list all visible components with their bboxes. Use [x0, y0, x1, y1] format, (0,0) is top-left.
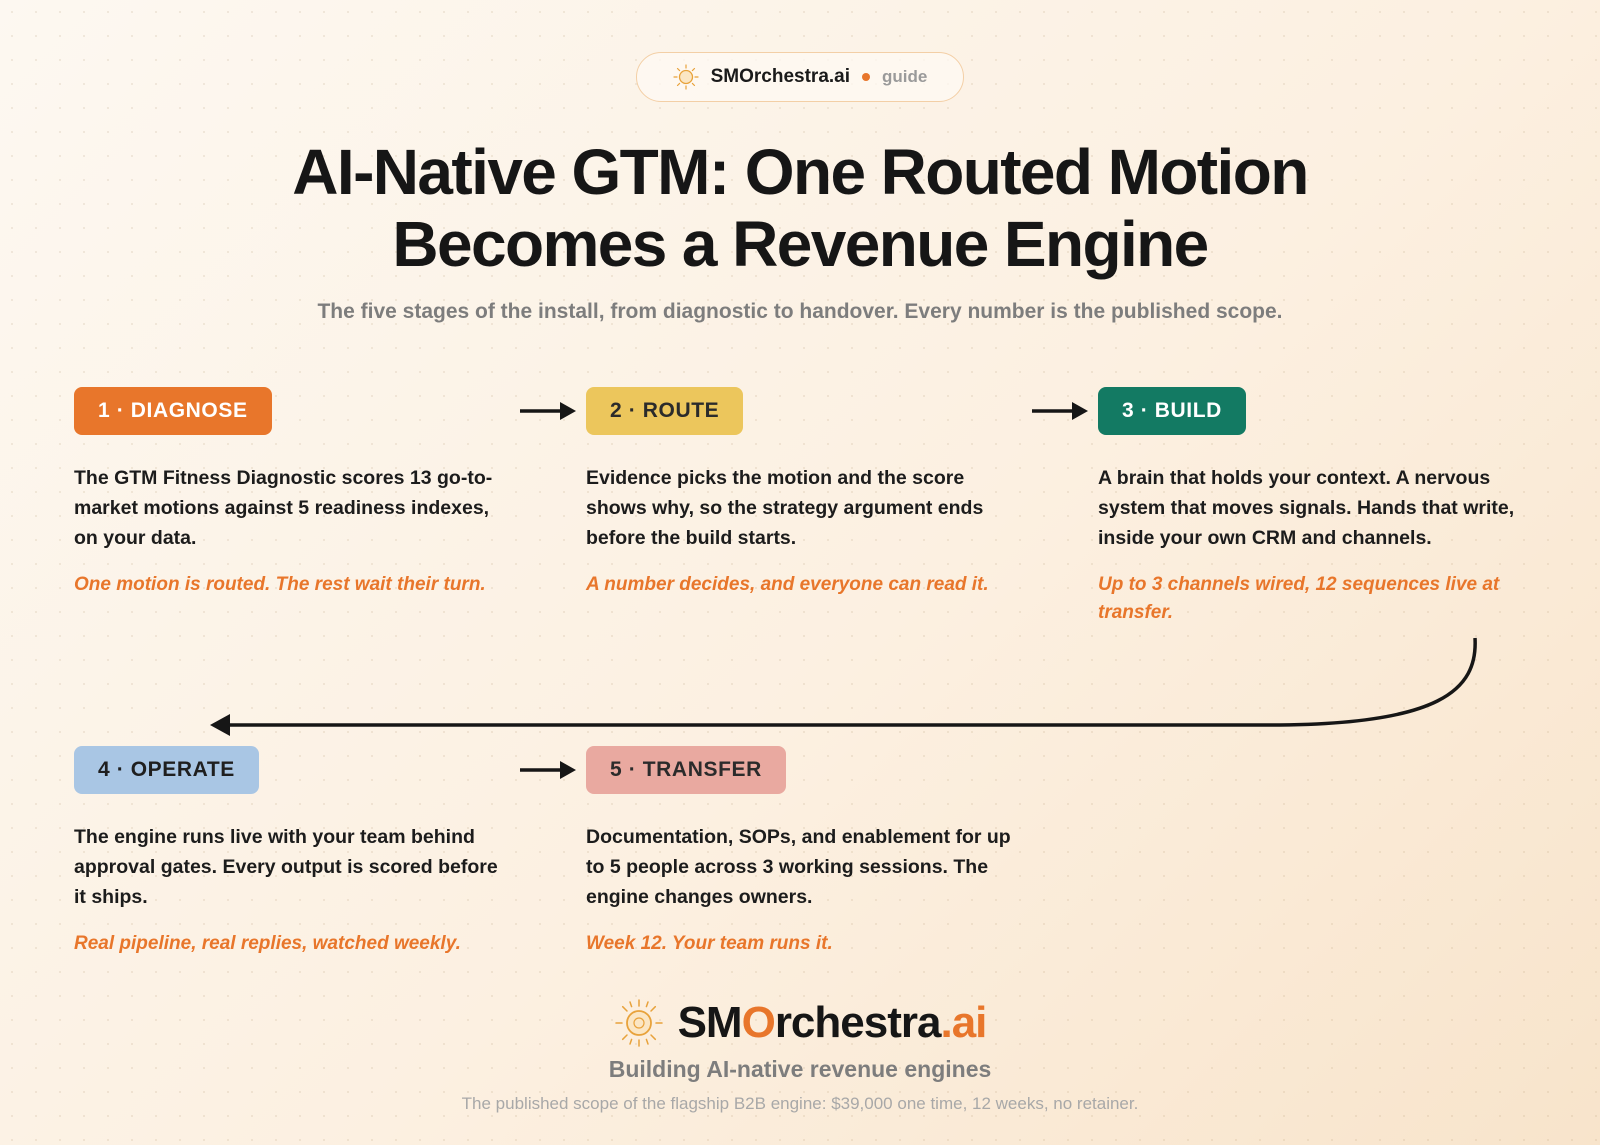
- pill-tag: guide: [882, 67, 928, 86]
- title-line-2: Becomes a Revenue Engine: [392, 208, 1209, 280]
- pill-separator-dot: [862, 73, 871, 81]
- stage-note: Week 12. Your team runs it.: [586, 933, 833, 954]
- return-curve-arrow-icon: [210, 637, 1477, 736]
- page-subtitle: The five stages of the install, from dia…: [317, 300, 1283, 323]
- stage-diagnose: 1 · DIAGNOSE The GTM Fitness Diagnostic …: [74, 387, 514, 599]
- pill-brand-name: SMOrchestra.ai: [710, 66, 851, 87]
- stage-note: A number decides, and everyone can read …: [586, 574, 989, 595]
- right-arrow-icon: [520, 761, 576, 779]
- stage-badge: 4 · OPERATE: [74, 746, 259, 794]
- stage-badge: 1 · DIAGNOSE: [74, 387, 272, 435]
- stage-note: Up to 3 channels wired, 12 sequences liv…: [1098, 574, 1500, 623]
- stage-badge: 3 · BUILD: [1098, 387, 1246, 435]
- stage-badge: 2 · ROUTE: [586, 387, 744, 435]
- footer-brand-name: SMOrchestra.ai: [677, 998, 988, 1048]
- stage-operate: 4 · OPERATE The engine runs live with yo…: [74, 746, 514, 958]
- sun-logo-icon: [614, 999, 663, 1047]
- stage-route: 2 · ROUTE Evidence picks the motion and …: [586, 387, 1026, 599]
- stage-note: One motion is routed. The rest wait thei…: [74, 574, 486, 595]
- right-arrow-icon: [1032, 402, 1088, 420]
- brand-part-ai: .ai: [940, 998, 987, 1047]
- title-line-1: AI-Native GTM: One Routed Motion: [292, 136, 1309, 208]
- stage-build: 3 · BUILD A brain that holds your contex…: [1098, 387, 1538, 627]
- sun-logo-icon: [673, 64, 699, 90]
- footer-brand: SMOrchestra.ai: [0, 998, 1600, 1048]
- brand-pill: SMOrchestra.ai guide: [636, 52, 964, 102]
- stage-description: The engine runs live with your team behi…: [74, 826, 498, 908]
- stage-description: Documentation, SOPs, and enablement for …: [586, 826, 1011, 908]
- footer-tagline: Building AI-native revenue engines: [608, 1056, 992, 1082]
- brand-part-rchestra: rchestra: [774, 998, 942, 1047]
- right-arrow-icon: [520, 402, 576, 420]
- brand-part-sm: SM: [677, 998, 743, 1047]
- stage-transfer: 5 · TRANSFER Documentation, SOPs, and en…: [586, 746, 1026, 958]
- stage-badge: 5 · TRANSFER: [586, 746, 786, 794]
- footer-note: The published scope of the flagship B2B …: [461, 1094, 1139, 1113]
- stage-description: The GTM Fitness Diagnostic scores 13 go-…: [74, 467, 493, 549]
- stage-description: Evidence picks the motion and the score …: [586, 467, 984, 549]
- brand-part-o: O: [741, 998, 776, 1047]
- stage-note: Real pipeline, real replies, watched wee…: [74, 933, 461, 954]
- page-title: AI-Native GTM: One Routed Motion Becomes…: [0, 136, 1600, 280]
- stage-description: A brain that holds your context. A nervo…: [1098, 467, 1515, 549]
